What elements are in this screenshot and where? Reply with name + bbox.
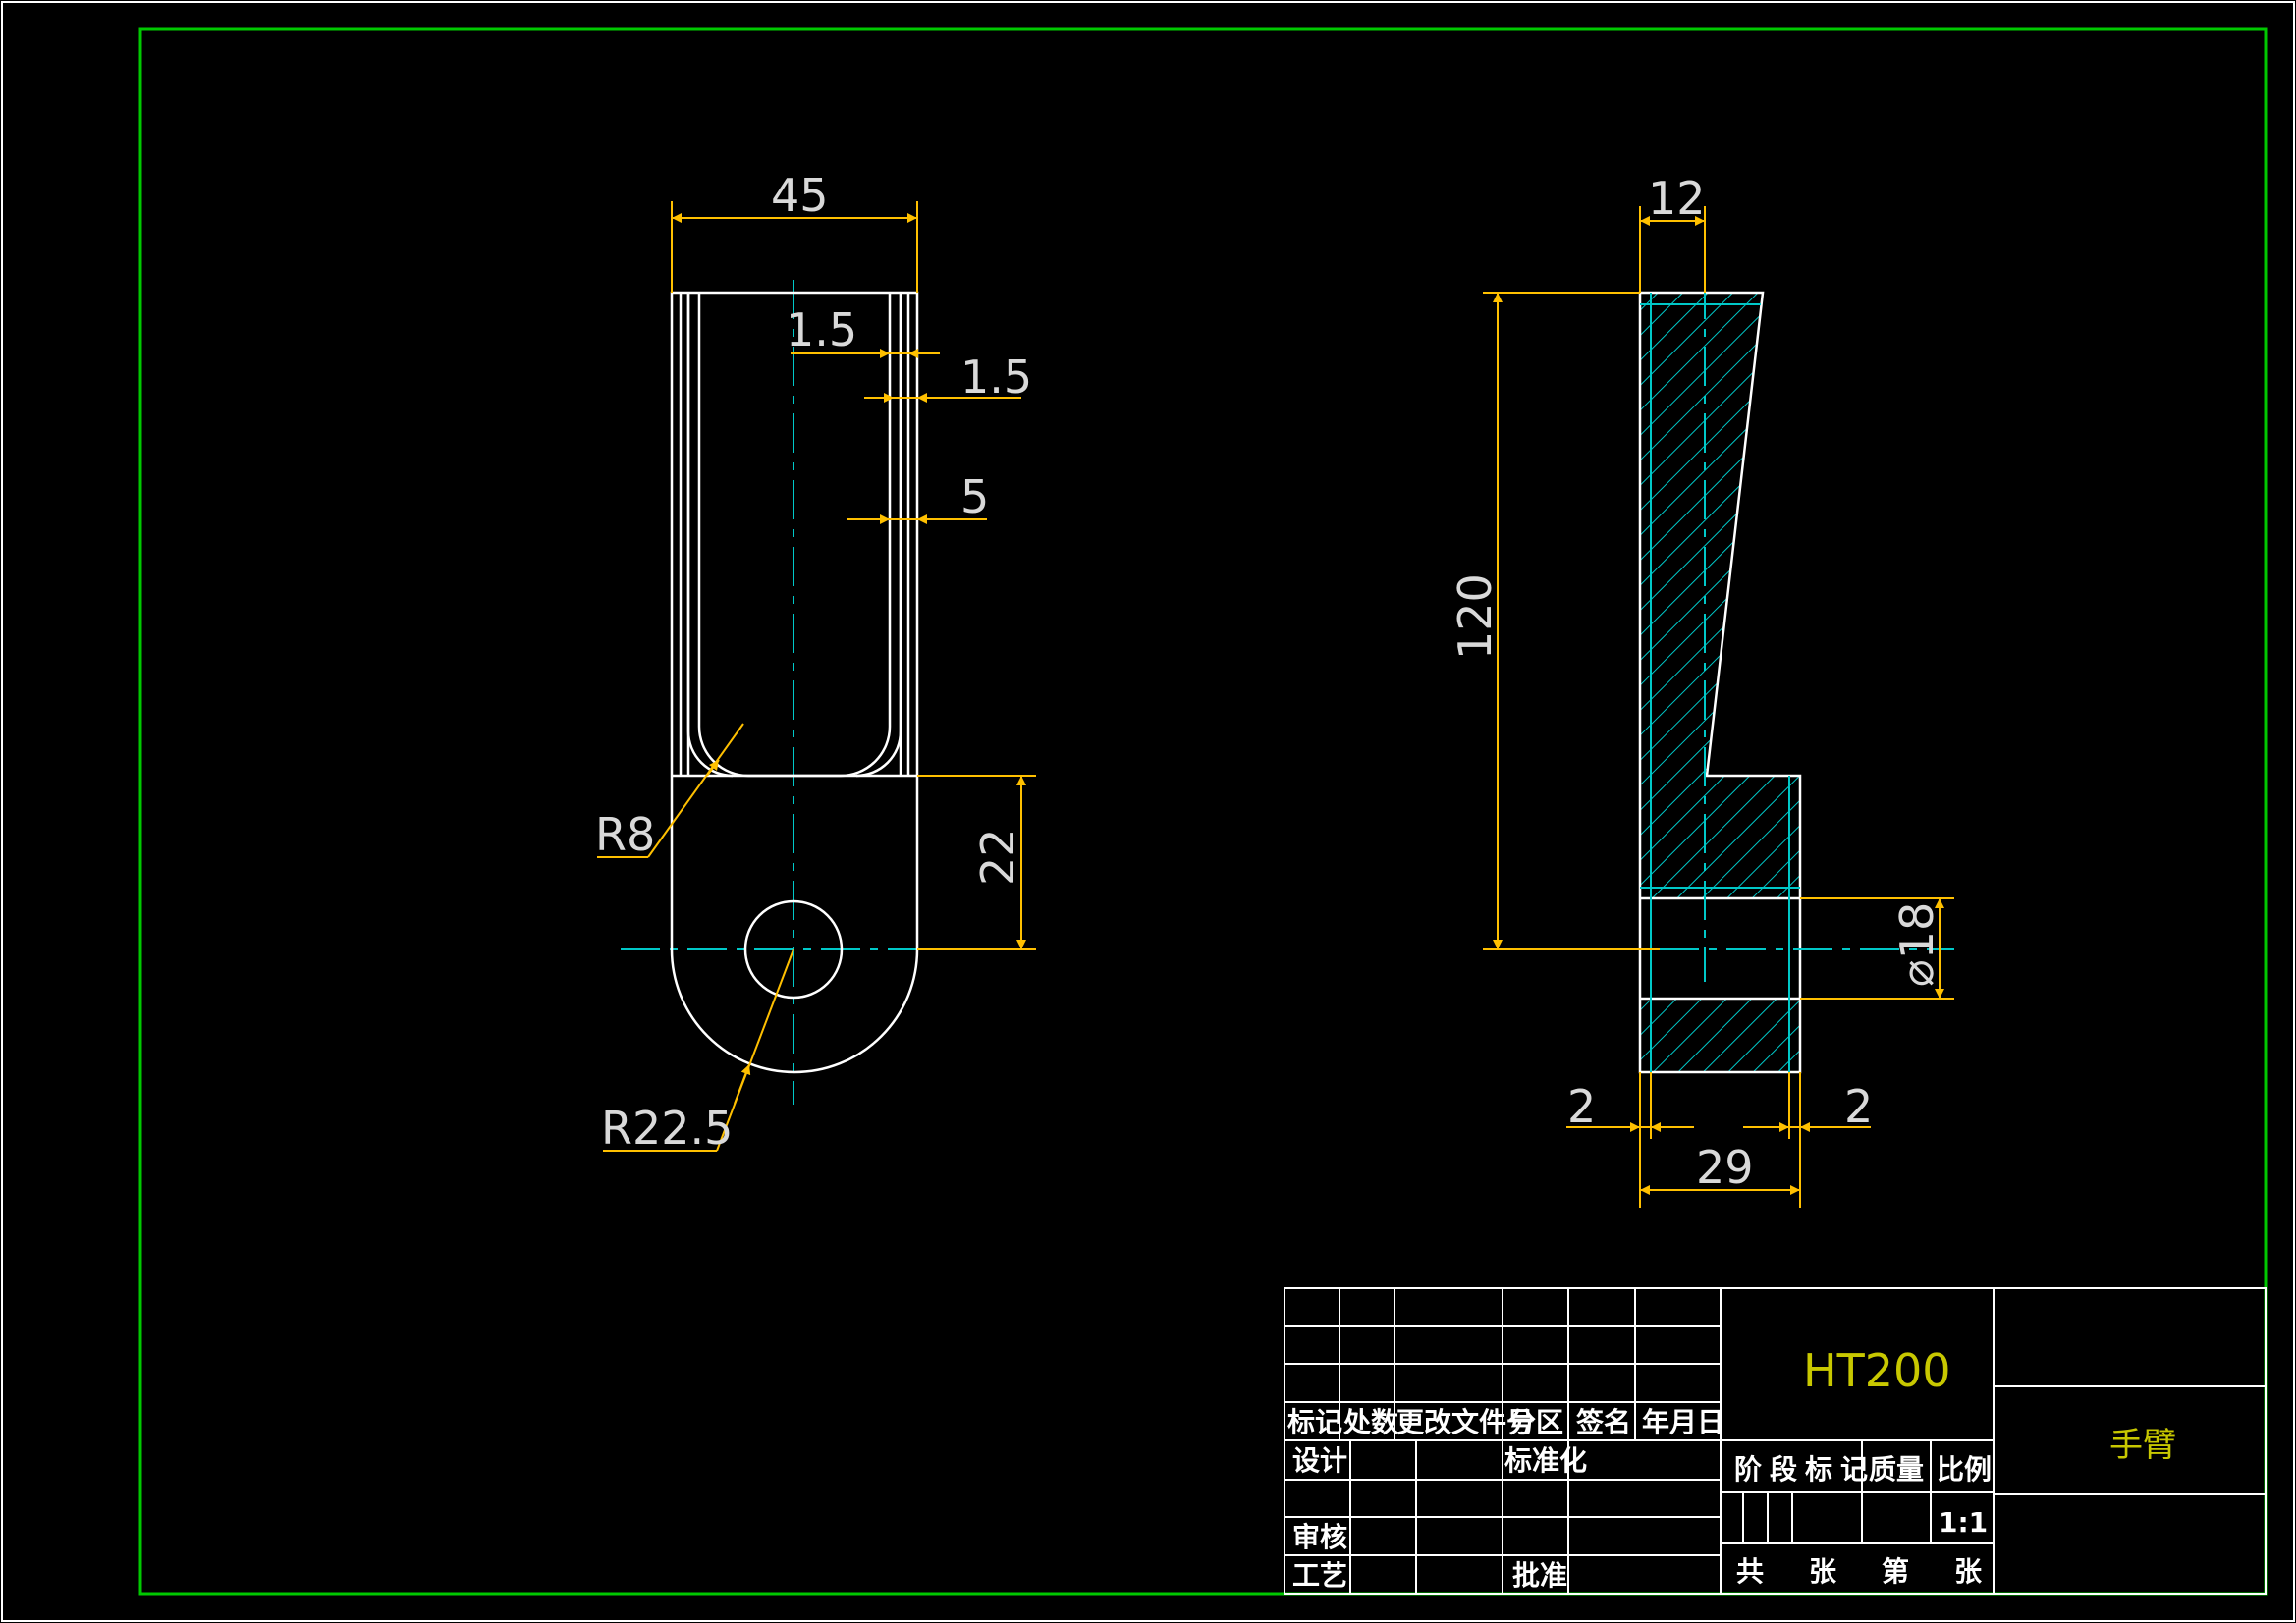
dim-120: 120 (1449, 573, 1502, 660)
design-label: 设计 (1292, 1444, 1347, 1477)
front-dimensions (597, 201, 1036, 1152)
header-signature: 签名 (1576, 1406, 1631, 1438)
approve-label: 批准 (1512, 1559, 1567, 1592)
dim-12: 12 (1648, 172, 1706, 225)
dim-dia-18: ⌀18 (1890, 902, 1943, 987)
header-change-doc: 更改文件号 (1396, 1406, 1534, 1438)
dim-22: 22 (971, 828, 1024, 886)
front-hole (743, 899, 844, 1000)
front-view (621, 280, 984, 1105)
header-count: 处数 (1342, 1406, 1399, 1438)
header-zone: 分区 (1508, 1406, 1563, 1438)
mass-label: 质量 (1869, 1453, 1924, 1486)
side-view (1638, 280, 1954, 1074)
dim-5: 5 (960, 470, 989, 523)
header-mark: 标记 (1287, 1406, 1342, 1438)
dim-r22-5: R22.5 (601, 1102, 733, 1155)
dim-2-right: 2 (1844, 1080, 1873, 1133)
front-outline (670, 291, 919, 1074)
dim-29: 29 (1696, 1141, 1754, 1194)
stage-mark-label: 阶段标记 (1734, 1453, 1876, 1486)
sheet-label-2: 张 (1954, 1555, 1982, 1588)
process-label: 工艺 (1292, 1559, 1347, 1592)
side-lower-section (1640, 999, 1800, 1072)
dim-45: 45 (771, 169, 829, 222)
material-label: HT200 (1803, 1344, 1951, 1397)
scale-value: 1:1 (1939, 1506, 1988, 1539)
side-dimensions (1483, 206, 1954, 1208)
part-name: 手臂 (2109, 1426, 2176, 1465)
drawing-frame (138, 27, 2268, 1596)
dim-r8: R8 (595, 808, 655, 861)
review-label: 审核 (1292, 1521, 1347, 1553)
title-block (1284, 1287, 2267, 1595)
header-date: 年月日 (1642, 1406, 1724, 1438)
sheet-label-1: 张 (1809, 1555, 1836, 1588)
dim-1-5-inner: 1.5 (786, 303, 857, 356)
nth-label: 第 (1882, 1555, 1909, 1588)
scale-label: 比例 (1937, 1453, 1992, 1486)
side-upper-section (1640, 293, 1800, 898)
standardize-label: 标准化 (1504, 1444, 1587, 1477)
dim-2-left: 2 (1567, 1080, 1596, 1133)
total-label: 共 (1736, 1555, 1764, 1588)
dim-1-5-outer: 1.5 (960, 351, 1032, 404)
